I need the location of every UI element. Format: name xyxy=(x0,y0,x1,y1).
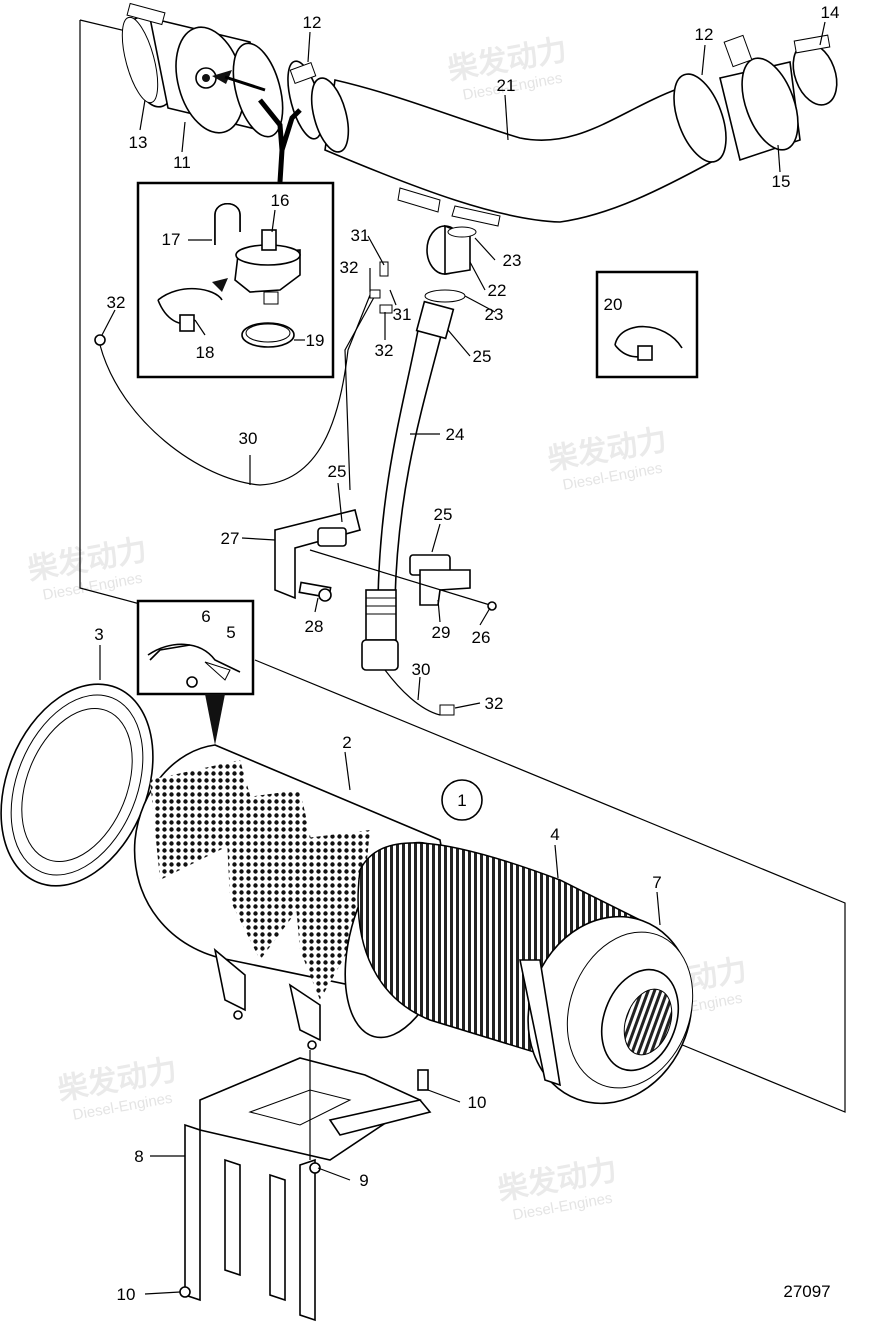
callout-11: 11 xyxy=(173,153,191,172)
end-cap xyxy=(519,915,694,1105)
mounting-brackets xyxy=(274,509,497,611)
watermark: 柴发动力 Diesel-Engines xyxy=(55,1054,179,1124)
end-cover xyxy=(0,683,154,887)
callout-31-top: 31 xyxy=(351,226,370,245)
callout-32-upper: 32 xyxy=(340,258,359,277)
callout-28: 28 xyxy=(305,617,324,636)
callout-5: 5 xyxy=(226,623,235,642)
intake-pipe xyxy=(310,77,717,227)
clamp-inset-box xyxy=(595,270,699,379)
watermark: 柴发动力 Diesel-Engines xyxy=(545,424,669,494)
callout-30-bottom: 30 xyxy=(412,660,431,679)
callout-23-bottom: 23 xyxy=(485,305,504,324)
callout-31-bottom: 31 xyxy=(393,305,412,324)
callout-25-right: 25 xyxy=(434,505,453,524)
callout-labels: 1 2 3 4 5 6 7 8 9 10 10 11 12 12 13 14 1… xyxy=(94,3,839,1304)
callout-9: 9 xyxy=(359,1171,368,1190)
callout-14: 14 xyxy=(821,3,840,22)
watermark: 柴发动力 Diesel-Engines xyxy=(495,1154,619,1224)
callout-18: 18 xyxy=(196,343,215,362)
assembly-reference-circle xyxy=(441,779,483,821)
callout-3: 3 xyxy=(94,625,103,644)
assembly-frame-lines xyxy=(79,19,846,1113)
intake-housing xyxy=(121,2,284,138)
callout-32-left: 32 xyxy=(107,293,126,312)
callout-25-middle: 25 xyxy=(328,462,347,481)
callout-25-top: 25 xyxy=(473,347,492,366)
callout-32-lower: 32 xyxy=(375,341,394,360)
hose-clamp-left xyxy=(287,60,323,140)
intake-hose-right xyxy=(673,34,838,163)
watermark: 柴发动力 Diesel-Engines xyxy=(25,534,149,604)
callout-10-bottom: 10 xyxy=(117,1285,136,1304)
callout-30-top: 30 xyxy=(239,429,258,448)
callout-20: 20 xyxy=(604,295,623,314)
callout-27: 27 xyxy=(221,529,240,548)
harness-wires xyxy=(94,261,455,716)
callout-7: 7 xyxy=(652,873,661,892)
callout-19: 19 xyxy=(306,331,325,350)
callout-1: 1 xyxy=(457,791,466,810)
callout-32-bottom: 32 xyxy=(485,694,504,713)
callout-12-left: 12 xyxy=(303,13,322,32)
callout-12-right: 12 xyxy=(695,25,714,44)
callout-10-top: 10 xyxy=(468,1093,487,1112)
sensor-hose xyxy=(212,70,302,183)
drawing-number: 27097 xyxy=(783,1282,830,1301)
housing-feet xyxy=(213,947,321,1050)
callout-21: 21 xyxy=(497,76,516,95)
sensor-inset-box xyxy=(136,181,335,379)
callout-8: 8 xyxy=(134,1147,143,1166)
sensor-clip-inset-box xyxy=(136,599,255,745)
leader-lines xyxy=(99,21,826,1295)
callout-16: 16 xyxy=(271,191,290,210)
callout-17: 17 xyxy=(162,230,181,249)
callout-6: 6 xyxy=(201,607,210,626)
vacuum-hose xyxy=(361,300,455,671)
callout-22: 22 xyxy=(488,281,507,300)
sensor-fitting xyxy=(424,224,477,303)
callout-4: 4 xyxy=(550,825,559,844)
support-bracket xyxy=(179,1050,432,1322)
callout-24: 24 xyxy=(446,425,465,444)
callout-23-top: 23 xyxy=(503,251,522,270)
callout-2: 2 xyxy=(342,733,351,752)
callout-26: 26 xyxy=(472,628,491,647)
callout-13: 13 xyxy=(129,133,148,152)
callout-15: 15 xyxy=(772,172,791,191)
callout-29: 29 xyxy=(432,623,451,642)
